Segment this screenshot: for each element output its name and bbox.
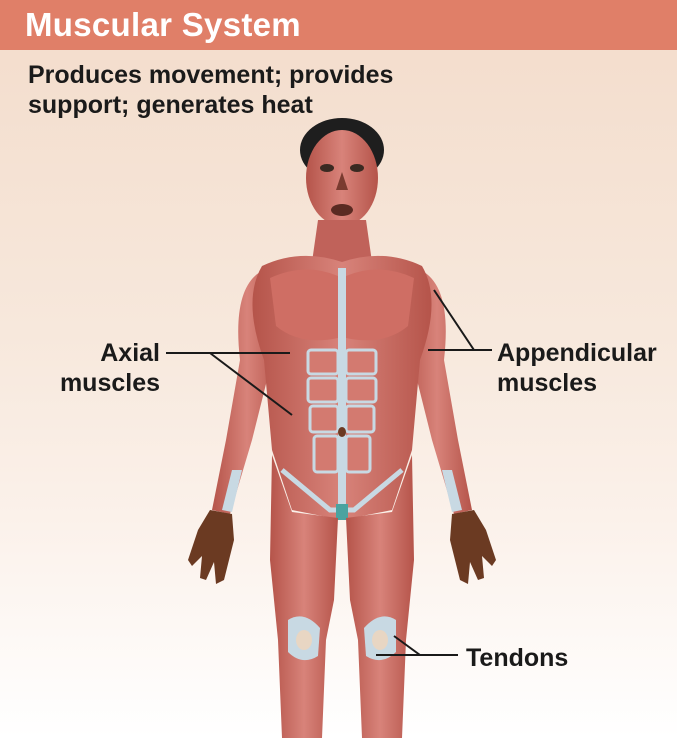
appendicular-label-line1: Appendicular [497, 338, 677, 368]
left-hand [450, 510, 496, 584]
right-eye [350, 164, 364, 172]
neck [312, 220, 372, 262]
right-patella [296, 630, 312, 650]
appendicular-muscles-label: Appendicular muscles [497, 338, 677, 398]
appendicular-label-line2: muscles [497, 368, 677, 398]
left-patella [372, 630, 388, 650]
tendons-label: Tendons [466, 643, 568, 673]
mouth [331, 204, 353, 216]
left-eye [320, 164, 334, 172]
groin-tendon [336, 504, 348, 520]
axial-label-line2: muscles [40, 368, 160, 398]
axial-label-line1: Axial [40, 338, 160, 368]
navel [338, 427, 346, 437]
axial-muscles-label: Axial muscles [40, 338, 160, 398]
right-hand [188, 510, 234, 584]
